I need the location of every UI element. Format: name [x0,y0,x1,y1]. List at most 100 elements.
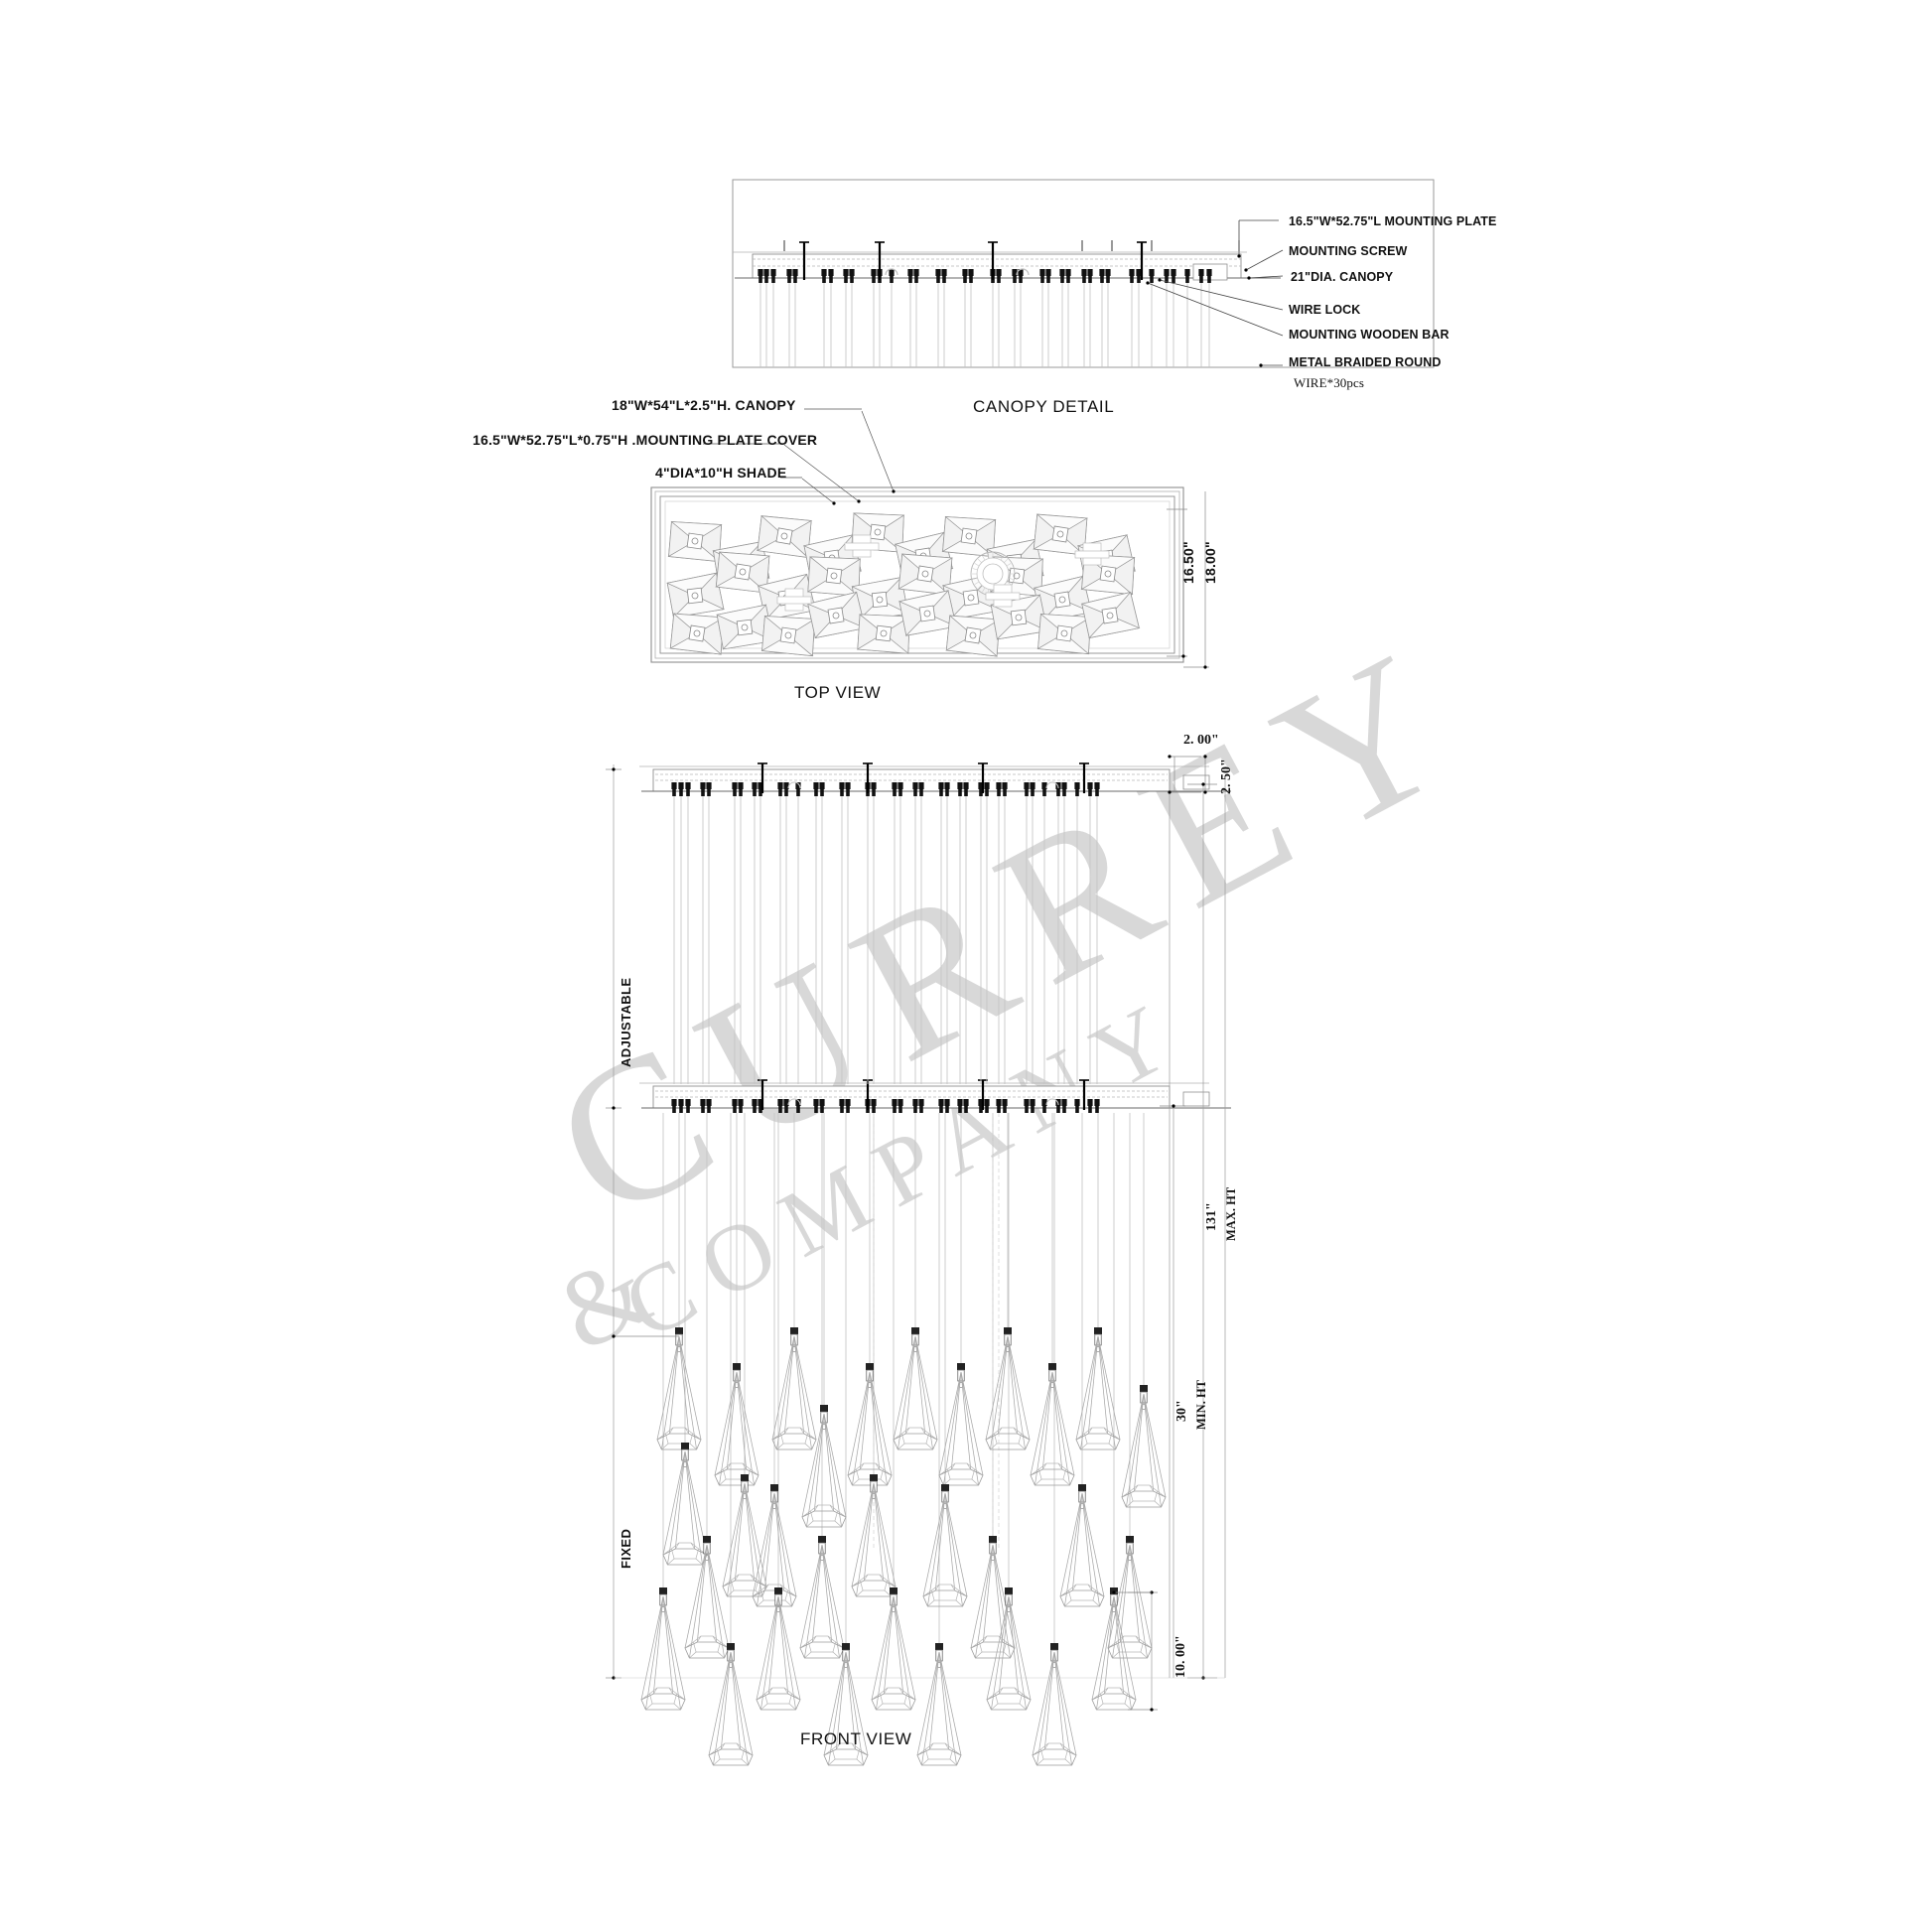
front-wire-lock-head [795,782,801,789]
cage-strut [1065,1468,1075,1476]
cage-strut [884,1687,889,1695]
front-wire-lock-head [1041,1099,1047,1106]
front-wire-lock-head [685,1099,691,1106]
cage-rib [678,1335,697,1450]
wire-lock-fitting [1039,269,1045,283]
cage-rib [656,1335,680,1441]
front-wire-lock-body [1042,789,1046,796]
wire-lock-fitting [1184,269,1190,283]
cage-rib [938,1651,957,1766]
front-wire-lock-head [892,782,897,789]
pendant-shade [916,1643,962,1766]
cage-rib [1043,1651,1055,1750]
cage-rib [799,1544,823,1649]
cage-strut [712,1635,717,1643]
cage-rib [714,1371,738,1476]
cage-strut [722,1580,732,1587]
cage-strut [1080,1443,1088,1450]
wire-lock-head [962,269,968,276]
front-canopy-mid-endbox [1182,1091,1210,1107]
wire-lock-body [963,276,967,283]
cage-strut [1124,1703,1132,1711]
cage-rib [873,1482,897,1587]
wire-lock-fitting [1059,269,1065,283]
cage-rib [736,1371,759,1476]
cage-rib [823,1413,847,1518]
cage-strut [744,1748,754,1756]
cage-rib [736,1371,748,1470]
cage-rib [1007,1335,1026,1450]
wire-lock-fitting [1099,269,1105,283]
front-wire-loop [1045,781,1059,789]
cage-strut [788,1703,796,1711]
front-wire-lock-body [701,1106,705,1113]
front-wire-lock-head [1030,782,1035,789]
pendant-socket-top [675,1327,683,1334]
front-wire-lock-head [897,782,903,789]
front-wire-lock-body [939,789,943,796]
cage-rib [856,1482,875,1597]
cage-strut [929,1742,934,1750]
junction-box-tick [996,553,999,559]
leader-plate-cover [783,444,860,502]
front-wire-lock-head [1061,782,1067,789]
cage-rib [1032,1651,1055,1756]
pendant-shade [985,1327,1031,1450]
front-wire-lock-body [778,789,782,796]
top-connector-bar [776,596,812,605]
cage-rib [869,1371,888,1486]
wire-lock-body [1066,276,1070,283]
cage-rib [801,1413,825,1518]
callout-wire-lock: WIRE LOCK [1289,303,1361,317]
cage-strut [897,1443,905,1450]
cage-strut [985,1433,995,1441]
cage-strut [791,1693,801,1701]
front-wire-lock-head [1024,782,1030,789]
cage-strut [999,1687,1004,1695]
top-canopy-rim [654,490,1180,659]
cage-rib [757,1492,775,1607]
cage-rib [893,1335,916,1441]
dim-canopy-height: 2. 50" [1219,759,1234,794]
pendant-shade [871,1587,916,1711]
front-wire-lock-head [996,1099,1002,1106]
front-wire-lock-body [778,1106,782,1113]
wire-lock-fitting [786,269,792,283]
cage-strut [1030,1468,1039,1476]
cage-rib [960,1371,984,1476]
cage-rib [1081,1492,1100,1607]
cage-strut [944,1742,949,1750]
cage-strut [750,1574,755,1582]
cage-strut [851,1742,856,1750]
cage-strut [727,1589,735,1597]
cage-strut [991,1703,999,1711]
front-wire-lock-body [1056,789,1060,796]
front-view-title: FRONT VIEW [800,1729,912,1748]
cage-rib [811,1544,823,1643]
cage-inner-ring [692,1635,722,1653]
cage-strut [760,1703,768,1711]
cage-inner-ring [807,1635,837,1653]
cage-rib [914,1335,938,1441]
dim-canopy-depth: 2. 00" [1183,733,1219,748]
front-wire-lock-body [846,789,850,796]
cage-strut [847,1468,857,1476]
cage-rib [719,1371,738,1486]
cage-strut [676,1693,686,1701]
wire-lock-head [1184,269,1190,276]
cage-inner-ring [716,1742,746,1760]
wire-lock-fitting [996,269,1002,283]
front-wire-lock-body [958,1106,962,1113]
cage-rib [793,1335,812,1450]
cage-strut [952,1748,962,1756]
cage-strut [1107,1641,1117,1649]
cage-strut [1006,1641,1016,1649]
wire-lock-fitting [889,269,895,283]
cage-rib [1103,1595,1115,1695]
front-wire-lock-head [1094,1099,1100,1106]
cage-strut [717,1651,725,1659]
cage-strut [887,1580,897,1587]
pendant-socket-top [659,1587,667,1594]
wire-lock-body [872,276,876,283]
